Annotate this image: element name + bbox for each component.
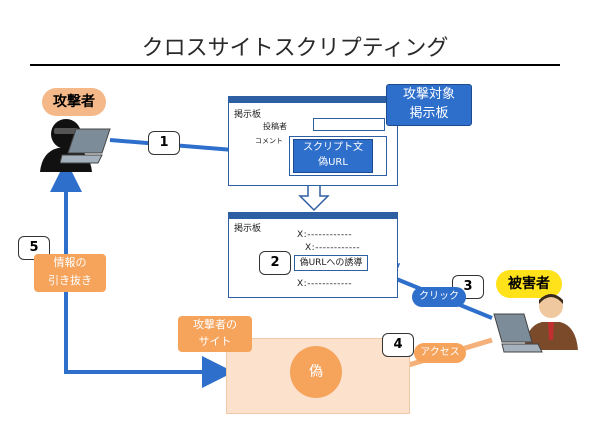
step-4-badge: 4 bbox=[382, 333, 414, 357]
arrow-board-down bbox=[298, 184, 330, 212]
extract-label: 情報の 引き抜き bbox=[34, 254, 106, 292]
script-box: スクリプト文 偽URL bbox=[293, 139, 373, 173]
poster-input bbox=[313, 118, 385, 131]
attacker-label: 攻撃者 bbox=[42, 88, 106, 116]
fake-site-circle: 偽 bbox=[290, 346, 342, 398]
post-line-3: X:------------ bbox=[297, 279, 353, 289]
board-2-header: 掲示板 bbox=[234, 224, 262, 234]
title-divider bbox=[30, 64, 560, 66]
comment-label: コメント bbox=[255, 137, 283, 145]
step-2-badge: 2 bbox=[259, 251, 291, 275]
victim-label: 被害者 bbox=[496, 270, 562, 298]
post-line-2: X:------------ bbox=[305, 243, 361, 253]
board-1-bar bbox=[229, 97, 397, 103]
post-line-1: X:------------ bbox=[297, 230, 353, 240]
page-title: クロスサイトスクリプティング bbox=[141, 36, 449, 61]
victim-laptop-icon bbox=[493, 313, 543, 353]
poster-label: 投稿者 bbox=[263, 122, 287, 131]
step-1-badge: 1 bbox=[148, 131, 180, 155]
victim-figure-icon bbox=[524, 294, 578, 350]
attacker-site-label: 攻撃者の サイト bbox=[178, 316, 252, 352]
click-label: クリック bbox=[412, 287, 466, 307]
access-label: アクセス bbox=[414, 343, 466, 363]
board-1-header: 掲示板 bbox=[234, 110, 262, 120]
target-board-badge: 攻撃対象 掲示板 bbox=[386, 84, 472, 126]
arrow-step-5 bbox=[50, 160, 228, 374]
lure-link: 偽URLへの誘導 bbox=[294, 255, 368, 271]
board-2-bar bbox=[229, 213, 397, 219]
attacker-laptop-icon bbox=[60, 128, 111, 164]
